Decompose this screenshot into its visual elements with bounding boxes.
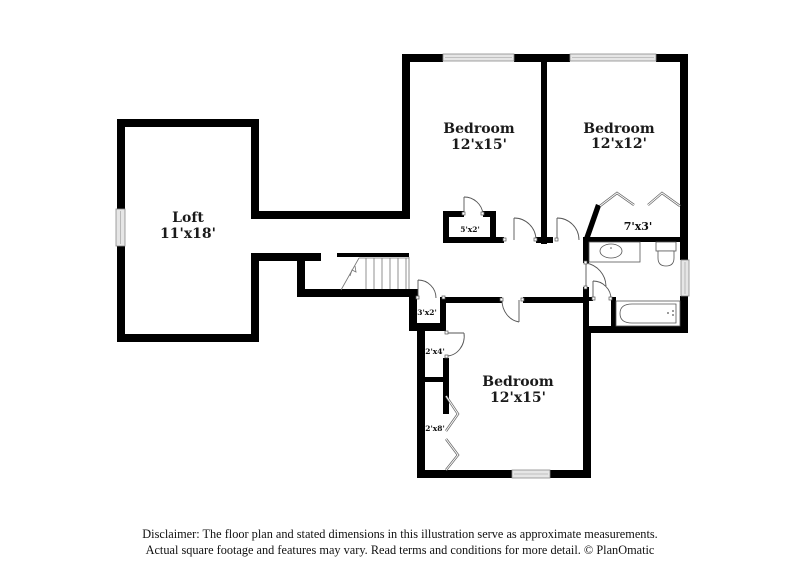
bedroom-1-window — [442, 53, 515, 62]
door-bedroom-1 — [502, 217, 538, 242]
loft-window — [115, 208, 126, 247]
disclaimer-line-1: Disclaimer: The floor plan and stated di… — [142, 527, 658, 541]
closet-label-linen: 2'x4' — [425, 347, 445, 356]
room-dimensions-bedroom-2: 12'x12' — [591, 136, 647, 152]
bifold-doors-bed2 — [599, 191, 681, 207]
bedroom-2-walls — [583, 54, 688, 328]
door-bedroom-3 — [499, 297, 525, 323]
disclaimer-line-2: Actual square footage and features may v… — [145, 543, 655, 557]
bedroom-2-window — [569, 53, 657, 62]
room-label-loft: Loft 11'x18' — [160, 210, 216, 242]
door-bedroom-2 — [554, 217, 580, 242]
room-label-bedroom-1: Bedroom 12'x15' — [443, 121, 515, 153]
bedroom-3-window — [511, 469, 551, 479]
disclaimer: Disclaimer: The floor plan and stated di… — [0, 526, 800, 558]
closet-label-bed3: 2'x8' — [425, 424, 445, 433]
closet-door-bed1 — [461, 196, 485, 216]
door-bath-closet — [591, 280, 613, 301]
door-bathroom — [583, 260, 607, 290]
room-dimensions-bedroom-3: 12'x15' — [490, 390, 546, 406]
room-name-bedroom-1: Bedroom — [443, 121, 515, 137]
bedroom-3-walls — [409, 289, 591, 478]
room-name-loft: Loft — [172, 210, 204, 226]
bathroom-vanity — [588, 241, 641, 263]
closet-label-hall: 3'x2' — [417, 308, 437, 317]
room-dimensions-loft: 11'x18' — [160, 226, 216, 242]
bedroom-1-walls — [402, 54, 570, 244]
room-label-bedroom-3: Bedroom 12'x15' — [482, 374, 554, 406]
door-hall-closet — [415, 279, 446, 300]
closet-label-bed2: 7'x3' — [624, 220, 653, 233]
bifold-doors-bed3 — [445, 395, 460, 471]
door-linen-closet — [444, 330, 465, 359]
room-label-bedroom-2: Bedroom 12'x12' — [583, 121, 655, 152]
bathroom-window — [680, 259, 690, 297]
staircase — [340, 257, 410, 291]
closet-label-bed1: 5'x2' — [460, 225, 480, 234]
toilet — [655, 241, 677, 267]
hallway-walls — [251, 211, 418, 297]
room-dimensions-bedroom-1: 12'x15' — [451, 137, 507, 153]
room-name-bedroom-3: Bedroom — [482, 374, 554, 390]
room-name-bedroom-2: Bedroom — [583, 121, 655, 137]
bathtub — [615, 300, 681, 327]
